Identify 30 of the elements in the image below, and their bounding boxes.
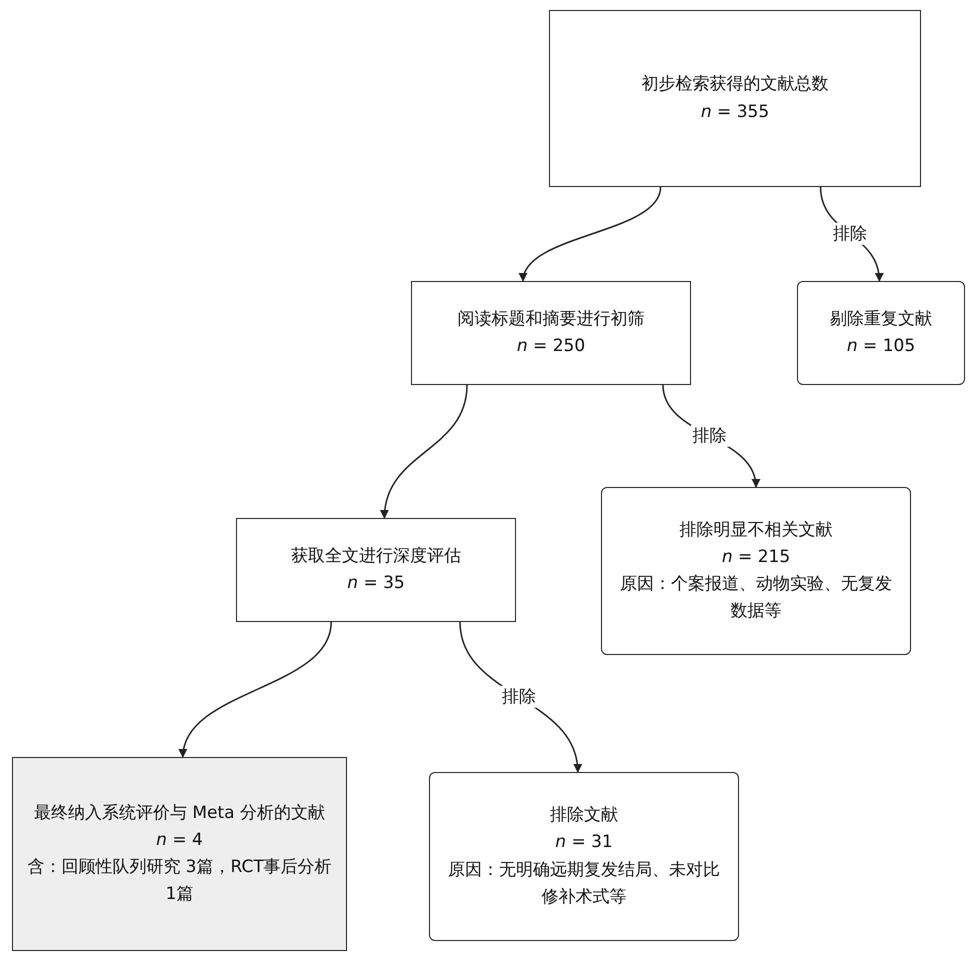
process-box [12, 757, 347, 951]
node-note: 原因：无明确远期复发结局、未对比修补术式等 [447, 858, 721, 909]
node-title: 初步检索获得的文献总数 [642, 73, 828, 96]
node-title: 阅读标题和摘要进行初筛 [458, 308, 644, 331]
node-count: n = 105 [846, 335, 916, 358]
node-title: 排除文献 [550, 804, 618, 828]
arrow [520, 186, 662, 282]
edge-label: 排除 [500, 686, 538, 708]
node-title: 排除明显不相关文献 [680, 518, 832, 542]
node-count: n = 4 [156, 828, 203, 852]
process-box [549, 10, 921, 187]
node-note: 含：回顾性队列研究 3篇，RCT事后分析 1篇 [27, 856, 332, 906]
node-note: 原因：个案报道、动物实验、无复发数据等 [619, 573, 893, 624]
node-count: n = 215 [722, 546, 790, 569]
node-count: n = 355 [700, 100, 770, 124]
node-count: n = 250 [516, 335, 586, 358]
node-title: 剔除重复文献 [830, 308, 932, 331]
node-title: 获取全文进行深度评估 [291, 544, 461, 568]
arrow [380, 384, 468, 519]
process-box [797, 281, 965, 385]
arrow [180, 622, 332, 758]
process-box [236, 518, 516, 622]
node-count: n = 31 [555, 831, 613, 854]
process-box [411, 281, 691, 385]
edge-label: 排除 [830, 222, 869, 246]
process-box [601, 487, 911, 655]
process-box [429, 772, 739, 941]
edge-label: 排除 [690, 424, 728, 448]
node-count: n = 35 [347, 572, 405, 595]
node-title: 最终纳入系统评价与 Meta 分析的文献 [34, 802, 326, 825]
